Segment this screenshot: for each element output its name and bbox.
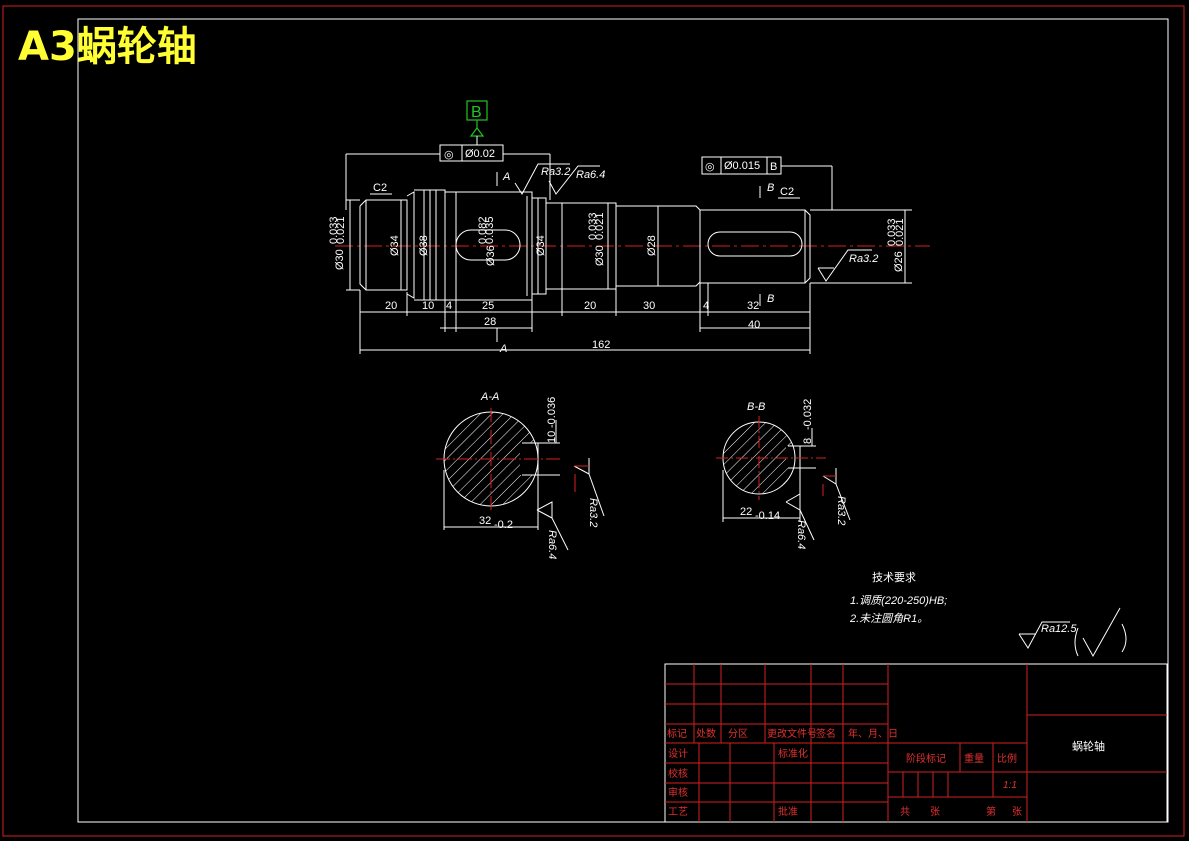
tech-req-item: 2.未注圆角R1。 xyxy=(849,612,928,625)
section-aa-ra-a: Ra3.2 xyxy=(587,498,599,527)
len-l4: 25 xyxy=(482,300,494,312)
section-aa-depth: 32 xyxy=(479,515,491,527)
section-marker-a-bottom: A xyxy=(499,343,507,355)
dim-d3: Ø38 xyxy=(418,235,430,256)
len-l3: 4 xyxy=(446,300,452,312)
keyway-a xyxy=(455,229,521,261)
section-bb-ra-b: Ra6.4 xyxy=(795,520,807,549)
dim-d8: Ø26 xyxy=(893,251,905,272)
outer-frame xyxy=(2,5,1185,837)
diameter-labels: Ø30 0.033 0.021 Ø34 Ø38 Ø36 0.082 0.035 … xyxy=(328,212,906,272)
dim-d6-tol-lo: 0.021 xyxy=(594,212,606,240)
section-aa-depth-tol: -0.2 xyxy=(494,519,513,531)
section-bb-depth: 22 xyxy=(740,506,752,518)
dim-d6-tol-hi: 0.033 xyxy=(587,212,599,240)
roughness-symbol xyxy=(514,163,872,282)
tb-process: 工艺 xyxy=(668,806,688,818)
dim-d1-tol-hi: 0.033 xyxy=(328,216,340,244)
tb-rev-doc: 更改文件号 xyxy=(767,727,817,740)
len-l2: 10 xyxy=(422,300,434,312)
tb-rev-zone: 分区 xyxy=(728,728,748,740)
tb-sheet-num: 第 xyxy=(986,805,996,818)
section-aa-title: A-A xyxy=(480,391,499,403)
dim-d8-tol-hi: 0.033 xyxy=(886,218,898,246)
tech-req-item: 1.调质(220-250)HB; xyxy=(850,594,947,607)
tb-sheet-unit2: 张 xyxy=(1012,806,1022,818)
len-l5: 28 xyxy=(484,316,496,328)
dim-d2: Ø34 xyxy=(389,235,401,256)
dim-d4-tol-hi: 0.082 xyxy=(477,216,489,244)
section-bb-ra-a: Ra3.2 xyxy=(835,496,847,525)
dim-d1-tol-lo: 0.021 xyxy=(335,216,347,244)
section-aa-width: 10 xyxy=(546,431,558,443)
inner-frame xyxy=(77,18,1169,823)
len-l8: 4 xyxy=(703,300,709,312)
concentricity-icon: ◎ xyxy=(444,149,454,161)
title-block xyxy=(664,663,1168,823)
tb-approve: 批准 xyxy=(778,805,798,818)
section-bb-width-tol: -0.032 xyxy=(802,399,814,430)
section-aa-width-tol: -0.036 xyxy=(546,397,558,428)
roughness-label-3: Ra3.2 xyxy=(849,253,878,265)
tb-part-name: 蜗轮轴 xyxy=(1072,739,1105,753)
banner-title: A3蜗轮轴 xyxy=(18,24,197,70)
roughness-label-1: Ra3.2 xyxy=(541,166,570,178)
datum-b-marker xyxy=(466,100,488,145)
tb-rev-sign: 签名 xyxy=(816,727,836,740)
dim-d7: Ø28 xyxy=(646,235,658,256)
section-bb-depth-tol: -0.14 xyxy=(755,510,780,522)
len-l9: 32 xyxy=(747,300,759,312)
section-marker-a-top: A xyxy=(502,171,510,183)
general-roughness-symbol xyxy=(1018,607,1127,658)
tb-scale-value: 1:1 xyxy=(1003,780,1017,791)
section-bb-title: B-B xyxy=(747,401,765,413)
tb-design: 设计 xyxy=(668,747,688,760)
tb-standard: 标准化 xyxy=(778,747,808,760)
roughness-label-2: Ra6.4 xyxy=(576,169,605,181)
tb-check: 校核 xyxy=(668,767,688,780)
section-marker-b-bottom: B xyxy=(767,293,774,305)
dim-d1: Ø30 xyxy=(334,249,346,270)
chamfer-right: C2 xyxy=(780,186,794,198)
keyway-b xyxy=(707,231,803,257)
dim-d6: Ø30 xyxy=(594,245,606,266)
tolerance-frame-left xyxy=(439,144,504,162)
tb-scale-label: 比例 xyxy=(997,752,1017,765)
dim-d8-tol-lo: 0.021 xyxy=(894,218,906,246)
tb-sheet-total: 共 xyxy=(900,806,910,818)
tb-stage: 阶段标记 xyxy=(906,752,946,765)
len-l6: 20 xyxy=(584,300,596,312)
length-labels: 20 10 4 25 28 20 30 4 32 40 162 xyxy=(385,300,760,351)
section-bb xyxy=(716,416,851,541)
shaft-main-view xyxy=(335,153,930,354)
tb-rev-date: 年、月、日 xyxy=(848,727,898,740)
section-bb-width: 8 xyxy=(802,438,814,444)
general-roughness-label: Ra12.5 xyxy=(1041,623,1077,635)
tolerance-right-value: Ø0.015 xyxy=(724,160,760,172)
dim-d5: Ø34 xyxy=(535,235,547,256)
tolerance-frame-right xyxy=(701,156,782,175)
tb-weight: 重量 xyxy=(964,752,984,765)
dim-d4-tol-lo: 0.035 xyxy=(484,216,496,244)
concentricity-icon: ◎ xyxy=(705,161,715,173)
len-l10: 40 xyxy=(748,319,760,331)
len-l7: 30 xyxy=(643,300,655,312)
section-aa xyxy=(436,408,605,551)
len-l1: 20 xyxy=(385,300,397,312)
tb-sheet-unit: 张 xyxy=(930,806,940,818)
tb-rev-count: 处数 xyxy=(696,727,716,740)
section-marker-b-top: B xyxy=(767,182,774,194)
tolerance-left-value: Ø0.02 xyxy=(465,148,495,160)
dim-d4: Ø36 xyxy=(485,245,497,266)
tech-req-heading: 技术要求 xyxy=(872,571,916,584)
tb-review: 审核 xyxy=(668,786,688,799)
tb-rev-mark: 标记 xyxy=(667,728,687,740)
tolerance-right-datum: B xyxy=(770,161,777,173)
section-aa-ra-b: Ra6.4 xyxy=(546,530,558,559)
chamfer-left: C2 xyxy=(373,182,387,194)
datum-b-label: B xyxy=(471,104,482,121)
len-total: 162 xyxy=(592,339,610,351)
